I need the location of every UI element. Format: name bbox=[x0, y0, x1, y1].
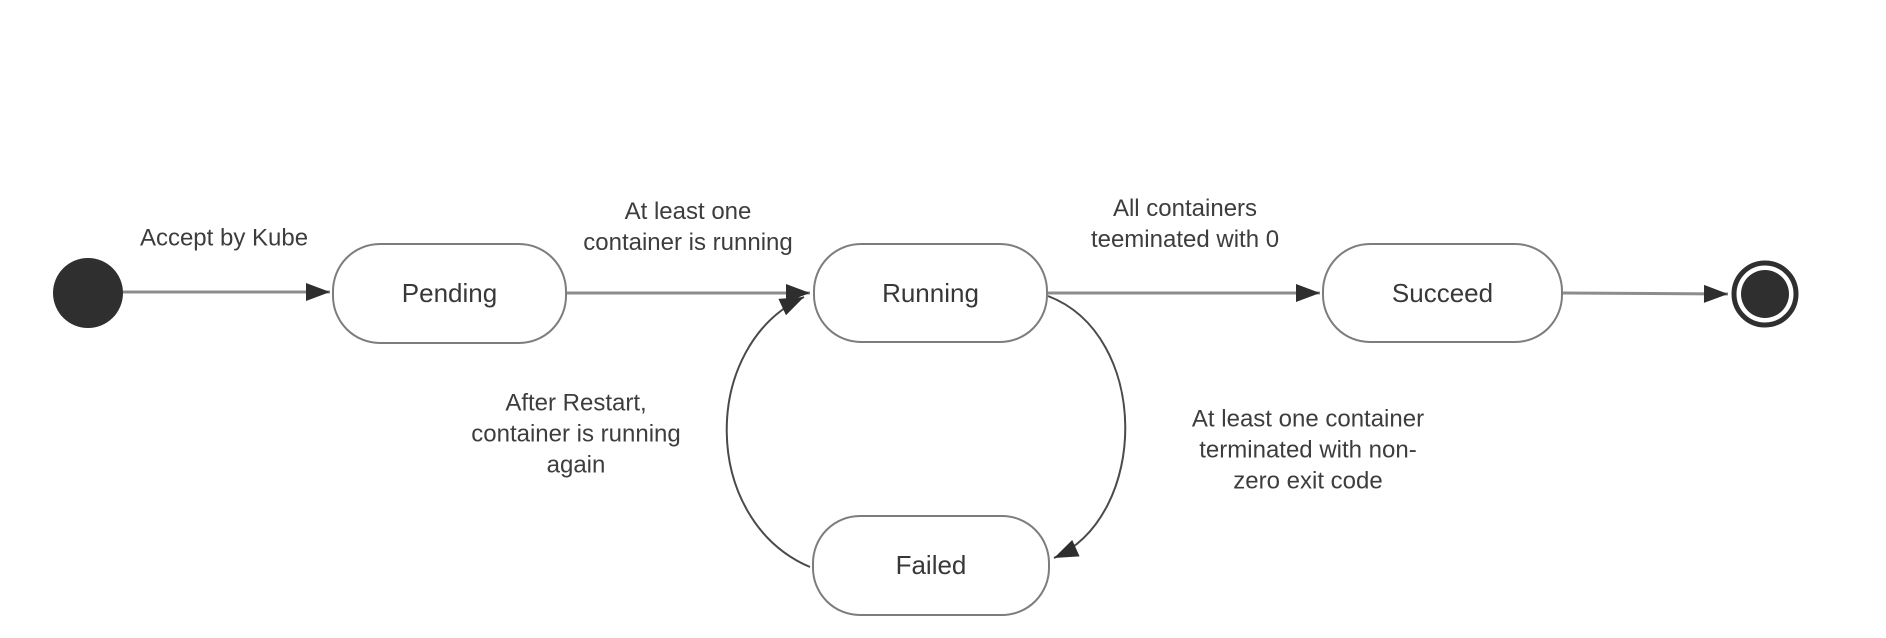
edge-running-to-failed bbox=[1047, 295, 1127, 559]
edge-label-pending-running: At least one container is running bbox=[583, 198, 793, 256]
edge-label-running-succeed: All containers teeminated with 0 bbox=[1090, 195, 1280, 253]
edge-succeed-to-final bbox=[1562, 284, 1729, 303]
edge-label-initial-pending: Accept by Kube bbox=[139, 224, 309, 252]
state-pending: Pending bbox=[332, 243, 567, 344]
edge-label-failed-running: After Restart, container is running agai… bbox=[471, 389, 681, 479]
state-failed-label: Failed bbox=[895, 550, 967, 580]
edge-label-running-failed: At least one container terminated with n… bbox=[1191, 405, 1425, 495]
state-running-label: Running bbox=[882, 277, 979, 308]
final-state-node bbox=[1741, 270, 1789, 318]
initial-state-node bbox=[53, 258, 123, 328]
state-failed: Failed bbox=[812, 515, 1050, 616]
edge-failed-to-running bbox=[725, 296, 811, 568]
state-running: Running bbox=[813, 243, 1048, 343]
state-pending-label: Pending bbox=[401, 278, 498, 308]
state-succeed: Succeed bbox=[1322, 243, 1563, 343]
final-state-ring bbox=[1731, 260, 1799, 328]
state-succeed-label: Succeed bbox=[1391, 277, 1494, 308]
